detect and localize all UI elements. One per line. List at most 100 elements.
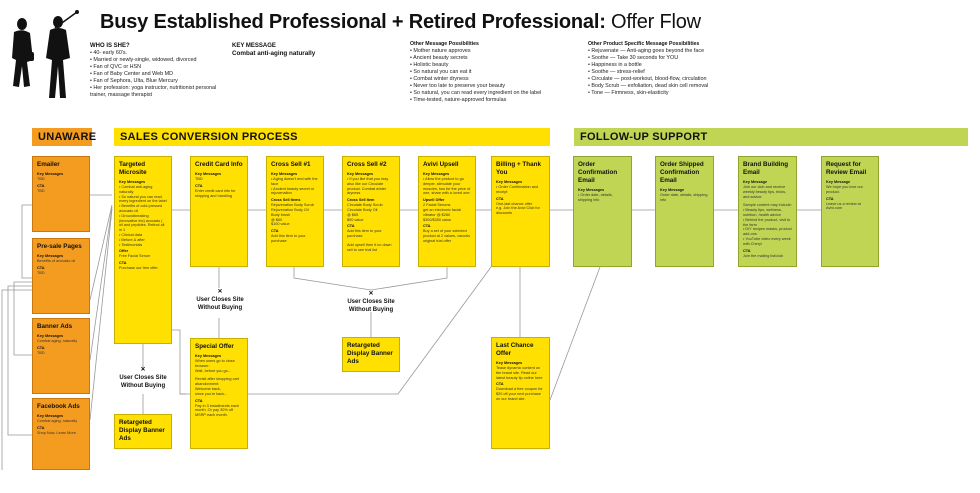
box-title: Request for Review Email: [826, 161, 867, 176]
box-title: Retargeted Display Banner Ads: [119, 419, 165, 442]
box-text: Purchase our free offer: [119, 266, 158, 271]
box-section-label: Cross Sell Item: [347, 198, 375, 203]
box-text: • Order date, details, shipping info: [578, 193, 613, 202]
box-title: Avivi Upsell: [423, 161, 459, 168]
box-section-label: Key Messages: [119, 180, 146, 184]
list-item: Body Scrub — exfoliation, dead skin cell…: [588, 83, 778, 90]
section-sales-conversion: SALES CONVERSION PROCESS: [114, 128, 550, 146]
box-title: Retargeted Display Banner Ads: [347, 342, 393, 365]
box-text: • Benefits of cold-pressed avocado oil: [119, 204, 163, 213]
box-text: TBD: [37, 177, 45, 181]
box-text: Tease dynamic content on the brand site.…: [496, 366, 543, 380]
box-section-label: Upsell Offer: [423, 198, 445, 203]
persona-block: WHO IS SHE? 40- early 60's.Married or ne…: [90, 43, 220, 99]
box-text: Wait, before you go...: [195, 368, 231, 373]
box-text: since you're back...: [195, 391, 228, 396]
box-text: One-last chance offer: [496, 201, 533, 206]
box-section-label: CTA: [271, 229, 279, 234]
box-title: Credit Card Info: [195, 161, 243, 168]
box-section-label: CTA: [743, 248, 751, 253]
box-text: We hope you love our product.: [826, 185, 863, 194]
box-text: Rejuvenation Body Oil: [271, 207, 309, 212]
list-item: 40- early 60's.: [90, 50, 220, 57]
box-title: Brand Building Email: [743, 161, 789, 176]
product-messages-heading: Other Product Specific Message Possibili…: [588, 41, 700, 47]
box-text: Revisit after shopping cart abandonment:: [195, 377, 239, 387]
box-title: Banner Ads: [37, 323, 73, 330]
list-item: Ancient beauty secrets: [410, 55, 585, 62]
box-text: • YouTube video every week with Cheryl: [743, 236, 791, 246]
box-text: TBD: [37, 270, 45, 275]
box-text: • Testimonials: [119, 242, 143, 247]
women-silhouettes-icon: [12, 10, 79, 98]
box-text: $300/$350 value: [423, 217, 452, 222]
box-title: Order Shipped Confirmation Email: [660, 161, 704, 184]
box-text: Join the mailing list/club: [743, 253, 784, 258]
box-section-label: Key Message: [660, 188, 685, 192]
box-text: Combat aging, naturally: [37, 339, 78, 343]
x-icon: ✕: [368, 291, 374, 297]
box-title: Cross Sell #2: [347, 161, 387, 168]
list-item: Soothe — Take 30 seconds for YOU: [588, 55, 778, 62]
box-title: Order Confirmation Email: [578, 161, 618, 184]
box-text: • Allow the product to go deeper, stimul…: [423, 177, 471, 196]
box-text: Combat aging, naturally: [37, 419, 78, 423]
list-item: So natural, you can read every ingredien…: [410, 90, 585, 97]
list-item: Fan of Baby Center and Web MD: [90, 71, 220, 78]
box-text: 2 Facial Serums: [423, 203, 451, 208]
box-text: • Order Confirmation and receipt: [496, 185, 539, 194]
box-text: • Aging doesn't end with the face: [271, 177, 318, 186]
list-item: Happiness in a bottle: [588, 62, 778, 69]
who-heading: WHO IS SHE?: [90, 43, 130, 49]
list-item: Holistic beauty: [410, 62, 585, 69]
box-title: Pre-sale Pages: [37, 243, 82, 250]
box-section-label: Key Messages: [37, 414, 64, 418]
list-item: Circulate — post-workout, blood-flow, ci…: [588, 76, 778, 83]
box-text: • Behind the product, visit to the farm: [743, 217, 791, 227]
box-text: TBD: [195, 177, 203, 181]
box-section-label: CTA: [347, 224, 355, 229]
box-text: Body brush: [271, 212, 291, 217]
box-section-label: Key Message: [743, 180, 768, 184]
who-list: 40- early 60's.Married or newly-single, …: [90, 50, 220, 99]
other-messages-list: Mother nature approvesAncient beauty sec…: [410, 48, 585, 104]
box-text: @ $65: [347, 212, 359, 217]
list-item: Combat winter dryness: [410, 76, 585, 83]
box-text: Free Facial Serum: [119, 254, 151, 259]
key-message-text: Combat anti-aging naturally: [232, 50, 316, 57]
box-text: TBD: [37, 188, 45, 193]
box-text: Order date, details, shipping info: [660, 193, 708, 202]
box-section-label: CTA: [496, 382, 504, 387]
section-unaware: UNAWARE: [32, 128, 96, 146]
box-section-label: CTA: [195, 398, 203, 403]
box-text: • Clinical data: [119, 232, 143, 237]
list-item: Soothe — stress-relief: [588, 69, 778, 76]
x-icon: ✕: [140, 367, 146, 373]
list-item: Mother nature approves: [410, 48, 585, 55]
list-item: Never too late to preserve your beauty: [410, 83, 585, 90]
list-item: Married or newly-single, widowed, divorc…: [90, 57, 220, 64]
box-title: Billing + Thank You: [496, 161, 541, 176]
box-section-label: Key Messages: [347, 172, 374, 176]
box-section-label: Key Messages: [423, 172, 450, 176]
box-title: Last Chance Offer: [496, 342, 534, 357]
key-message-heading: KEY MESSAGE: [232, 43, 276, 49]
box-text: Leave us a review at Avivi.com: [826, 201, 861, 211]
box-retarget1: Retargeted Display Banner Ads: [114, 414, 172, 449]
box-text: Buy a set of your selected product at 2 …: [423, 229, 471, 243]
box-text: Pay in 3 installments each month. Or pay…: [195, 403, 240, 418]
box-title: Emailer: [37, 161, 60, 168]
key-message-block: KEY MESSAGE Combat anti-aging naturally: [232, 43, 382, 57]
list-item: Fan of Sephora, Ulta, Blue Mercury: [90, 78, 220, 85]
exit-user-closes-1: ✕User Closes Site Without Buying: [190, 288, 250, 312]
box-section-label: Key Messages: [37, 334, 64, 338]
other-messages-heading: Other Message Possibilities: [410, 41, 479, 47]
box-title: Cross Sell #1: [271, 161, 311, 168]
